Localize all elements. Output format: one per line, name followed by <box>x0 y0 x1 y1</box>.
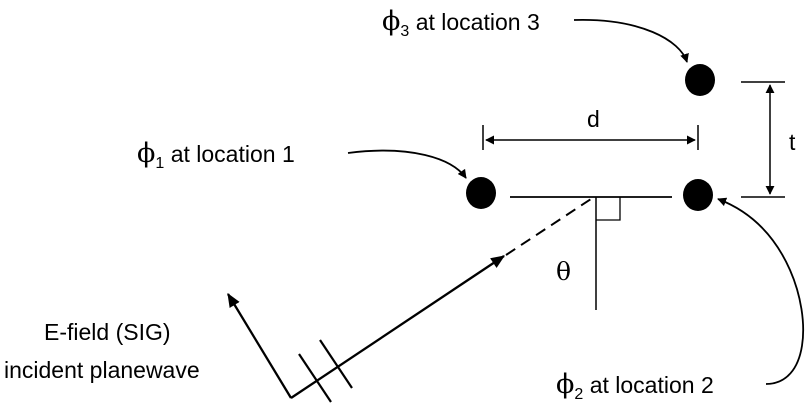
efield-label-line2: incident planewave <box>4 357 200 383</box>
phi3-callout-curve <box>573 19 689 63</box>
wavefront-tick-1 <box>298 353 332 403</box>
phi2-callout-curve <box>717 197 805 385</box>
propagation-arrow <box>290 255 505 399</box>
sensor-3-dot <box>685 64 715 96</box>
wavefront-tick-2 <box>319 339 353 389</box>
phi1-callout-curve <box>347 149 467 179</box>
phi2-label: ϕ2 at location 2 <box>556 369 714 403</box>
efield-arrow <box>227 293 292 399</box>
phi3-label: ϕ3 at location 3 <box>382 6 540 40</box>
propagation-dashed-extension <box>505 196 595 256</box>
sensor-2-dot <box>683 179 713 211</box>
phi1-label: ϕ1 at location 1 <box>137 138 295 172</box>
theta-label: θ <box>556 257 571 286</box>
sensor-1-dot <box>466 177 496 209</box>
d-label: d <box>587 106 600 132</box>
t-label: t <box>789 129 796 155</box>
right-angle-marker <box>596 197 621 221</box>
efield-label-line1: E-field (SIG) <box>44 319 171 345</box>
